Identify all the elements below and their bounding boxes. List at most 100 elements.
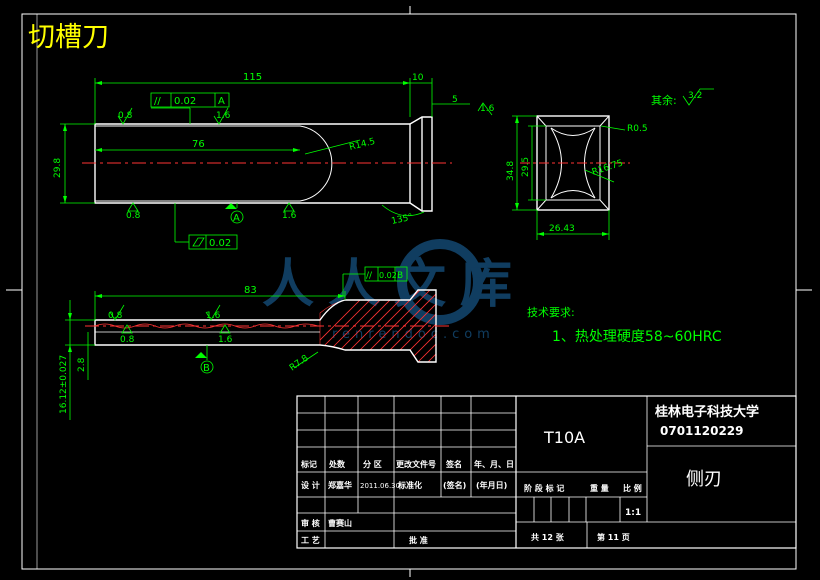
tb-sheet-no: 第 11 页 [597, 532, 630, 542]
top-datum-a: A [225, 203, 244, 224]
top-view-arrows [63, 81, 410, 203]
top-dim-step: 5 [452, 95, 458, 105]
tb-sign-paren: (签名) [443, 480, 466, 490]
side-fcf-value: 0.02 [379, 271, 397, 280]
top-view-dimensions [60, 78, 470, 243]
side-view-arrows [68, 294, 345, 352]
tb-std-label: 标准化 [397, 480, 422, 490]
datum-triangle-icon [225, 203, 237, 209]
end-dim-r: R0.5 [627, 124, 648, 134]
tb-review-label: 审 核 [301, 518, 320, 528]
top-fcf-parallel: // 0.02 A [150, 92, 230, 108]
end-dim-width: 26.43 [549, 224, 575, 234]
side-datum-b: B [195, 352, 214, 374]
top-rough-tr: 1.6 [216, 111, 231, 121]
tb-hdr-sign: 签名 [445, 459, 462, 469]
top-view-outline [94, 116, 433, 212]
top-dim-height: 29.8 [53, 158, 63, 178]
side-rough-1: 0.8 [108, 311, 123, 321]
end-view: R0.5 R16.75 34.8 29.5 26.43 其余: 3.2 [506, 88, 714, 240]
title-block-text: 桂林电子科技大学 0701120229 T10A 侧刃 1:1 标记 处数 分 … [300, 404, 759, 545]
tb-hdr-mark: 标记 [300, 459, 317, 469]
drawing-frame [6, 6, 812, 577]
top-rough-bl: 0.8 [126, 211, 141, 221]
top-fcf-datum: A [218, 96, 225, 107]
roughness-icon [477, 102, 493, 116]
side-view-cutting-edge [94, 323, 319, 329]
side-dim-width: 16.12±0.027 [59, 355, 69, 414]
tb-process-label: 工 艺 [301, 535, 320, 545]
end-dim-r2: R16.75 [591, 158, 625, 177]
top-fcf-symbol: // [154, 96, 161, 107]
end-rest-label: 其余: [651, 93, 677, 107]
top-roughness-marks [117, 102, 493, 212]
tb-hdr-doc: 更改文件号 [396, 459, 436, 469]
top-dim-radius: R14.5 [348, 137, 376, 153]
flatness-icon [192, 237, 205, 247]
watermark-brand: 人人文库 [262, 255, 526, 315]
tb-code: 0701120229 [660, 424, 744, 438]
tb-date-paren: (年月日) [476, 480, 507, 490]
tb-design-date: 2011.06.30 [360, 482, 400, 490]
side-dim-radius: R7.8 [288, 353, 311, 373]
tb-university: 桂林电子科技大学 [654, 404, 759, 420]
roughness-icon [117, 107, 133, 125]
top-view: 115 10 5 76 R14.5 29.8 135° // 0.02 A 0.… [53, 72, 495, 250]
tb-hdr-count: 处数 [328, 459, 346, 469]
tb-reviewer: 曹赛山 [328, 518, 352, 528]
top-rough-br: 1.6 [282, 211, 297, 221]
tb-design-label: 设 计 [301, 480, 320, 490]
title-block [296, 395, 797, 549]
side-datum-label: B [203, 363, 210, 374]
requirements-heading: 技术要求: [527, 306, 575, 319]
roughness-icon [219, 324, 231, 334]
side-rough-3: 0.8 [120, 335, 135, 345]
roughness-icon [121, 324, 133, 334]
top-dim-groove: 76 [192, 139, 205, 150]
tb-hdr-zone: 分 区 [363, 459, 382, 469]
end-dim-height: 34.8 [506, 161, 516, 181]
side-dim-small: 2.8 [77, 357, 87, 372]
requirements-item-1: 1、热处理硬度58~60HRC [552, 329, 722, 345]
end-rest-rough: 3.2 [688, 91, 702, 101]
side-view: 83 16.12±0.027 2.8 R7.8 // 0.02 B B 0.8 … [59, 266, 450, 420]
top-datum-label: A [233, 213, 240, 224]
top-fcf-flatness: 0.02 [188, 234, 238, 250]
roughness-icon [283, 202, 295, 212]
side-fcf-datum: B [397, 271, 403, 281]
watermark-logo-ring [397, 239, 483, 325]
side-fcf-symbol: // [366, 271, 373, 281]
tb-weight-hdr: 重 量 [590, 483, 609, 493]
tb-hdr-date: 年、月、日 [474, 459, 514, 469]
datum-triangle-icon [195, 352, 207, 358]
top-rough-tl: 0.8 [118, 111, 133, 121]
tb-material: T10A [543, 428, 585, 447]
side-fcf-parallel: // 0.02 B [364, 266, 408, 282]
roughness-icon [205, 304, 221, 321]
tb-ratio-hdr: 比 例 [623, 483, 642, 493]
tb-stage-hdr: 阶 段 标 记 [524, 483, 564, 493]
top-rough-flange: 1.6 [480, 104, 495, 114]
side-view-dimensions [65, 273, 365, 420]
top-fcf-value: 0.02 [174, 96, 196, 107]
tb-approve-label: 批 准 [409, 535, 428, 545]
side-dim-length: 83 [244, 285, 257, 296]
side-view-outline [94, 289, 437, 363]
side-roughness-marks [109, 304, 231, 334]
end-view-arrows [515, 116, 609, 236]
top-dim-overall: 115 [243, 72, 262, 83]
drawing-title: 切槽刀 [28, 22, 109, 53]
end-view-dimensions [512, 115, 626, 240]
top-dim-angle: 135° [391, 213, 414, 227]
side-rough-2: 1.6 [206, 311, 221, 321]
roughness-icon [682, 88, 714, 106]
tb-total-sheets: 共 12 张 [531, 532, 565, 542]
tb-designer: 郑嘉华 [328, 480, 352, 490]
side-rough-4: 1.6 [218, 335, 233, 345]
tb-scale: 1:1 [625, 508, 641, 518]
roughness-icon [127, 202, 139, 212]
roughness-icon [109, 304, 125, 321]
tb-part-name: 侧刃 [686, 469, 722, 490]
watermark: 人人文库 renrendoc.com [262, 239, 526, 342]
